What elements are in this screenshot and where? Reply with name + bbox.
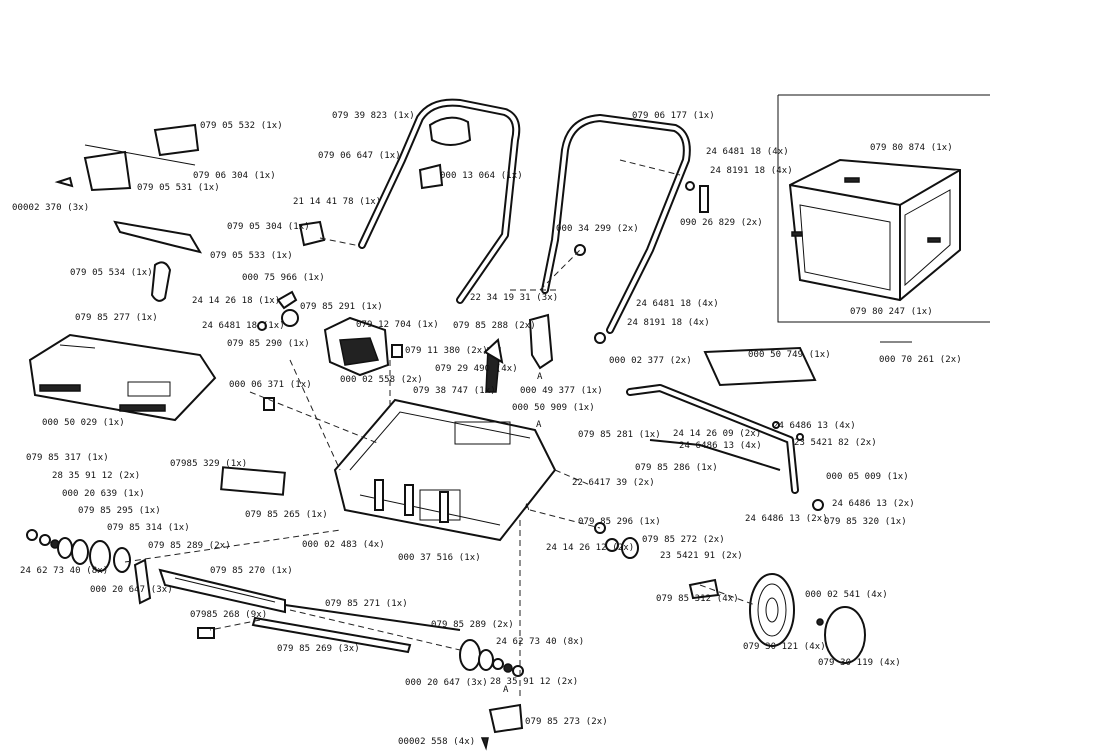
part-label: 079 05 534 (1x) xyxy=(70,268,153,278)
part-label: 21 14 41 78 (1x) xyxy=(293,197,382,207)
part-label: 079 85 295 (1x) xyxy=(78,506,161,516)
part-label: 24 14 26 18 (1x) xyxy=(192,296,281,306)
part-label: 079 05 531 (1x) xyxy=(137,183,220,193)
part-label: 00002 558 (4x) xyxy=(398,737,476,747)
part-label: 000 02 377 (2x) xyxy=(609,356,692,366)
part-label: 079 06 304 (1x) xyxy=(193,171,276,181)
part-label: 000 37 516 (1x) xyxy=(398,553,481,563)
wheel-assembly xyxy=(594,522,866,664)
part-label: 079 85 277 (1x) xyxy=(75,313,158,323)
part-label: 079 30 119 (4x) xyxy=(818,658,901,668)
part-label: 079 39 823 (1x) xyxy=(332,111,415,121)
part-label: 079 85 286 (1x) xyxy=(635,463,718,473)
part-label: 000 50 909 (1x) xyxy=(512,403,595,413)
part-label: 23 5421 82 (2x) xyxy=(794,438,877,448)
part-label: 079 85 265 (1x) xyxy=(245,510,328,520)
part-label: 079 85 273 (2x) xyxy=(525,717,608,727)
part-label: 28 35 91 12 (2x) xyxy=(52,471,141,481)
part-label: 079 85 289 (2x) xyxy=(148,541,231,551)
part-label: 000 13 064 (1x) xyxy=(440,171,523,181)
marker-a-1: A xyxy=(537,372,543,382)
roller-assembly xyxy=(158,568,461,654)
part-label: 079 85 289 (2x) xyxy=(431,620,514,630)
part-label: 000 02 483 (4x) xyxy=(302,540,385,550)
part-label: 000 49 377 (1x) xyxy=(520,386,603,396)
part-label: 079 85 290 (1x) xyxy=(227,339,310,349)
part-label: 079 85 269 (3x) xyxy=(277,644,360,654)
part-label: 079 30 121 (4x) xyxy=(743,642,826,652)
part-label: 079 05 533 (1x) xyxy=(210,251,293,261)
part-label: 000 05 009 (1x) xyxy=(826,472,909,482)
marker-a-2: A xyxy=(536,420,542,430)
top-left-parts xyxy=(54,123,203,302)
left-drive-parts xyxy=(26,466,286,605)
part-label: 079 80 874 (1x) xyxy=(870,143,953,153)
part-label: 090 26 829 (2x) xyxy=(680,218,763,228)
marker-a-3: A xyxy=(524,503,530,513)
part-label: 079 85 272 (2x) xyxy=(642,535,725,545)
part-label: 000 02 541 (4x) xyxy=(805,590,888,600)
part-label: 000 20 647 (3x) xyxy=(405,678,488,688)
part-label: 24 6481 18 (1x) xyxy=(202,321,285,331)
part-label: 079 85 291 (1x) xyxy=(300,302,383,312)
part-label: 24 6486 13 (4x) xyxy=(773,421,856,431)
part-label: 000 20 639 (1x) xyxy=(62,489,145,499)
part-label: 079 85 317 (1x) xyxy=(26,453,109,463)
part-label: 000 75 966 (1x) xyxy=(242,273,325,283)
part-label: 079 06 647 (1x) xyxy=(318,151,401,161)
part-label: 079 85 288 (2x) xyxy=(453,321,536,331)
part-label: 24 14 26 12 (2x) xyxy=(546,543,635,553)
part-label: 24 6481 18 (4x) xyxy=(636,299,719,309)
part-label: 079 11 380 (2x) xyxy=(405,346,488,356)
part-label: 079 12 704 (1x) xyxy=(356,320,439,330)
part-label: 079 80 247 (1x) xyxy=(850,307,933,317)
part-label: 22 34 19 31 (3x) xyxy=(470,293,559,303)
part-label: 24 6481 18 (4x) xyxy=(706,147,789,157)
part-label: 000 02 558 (2x) xyxy=(340,375,423,385)
part-label: 07985 329 (1x) xyxy=(170,459,248,469)
motor-cover xyxy=(28,333,275,422)
part-label: 00002 370 (3x) xyxy=(12,203,90,213)
part-label: 24 6486 13 (2x) xyxy=(745,514,828,524)
part-label: 24 6486 13 (4x) xyxy=(679,441,762,451)
part-label: 079 85 270 (1x) xyxy=(210,566,293,576)
part-label: 24 14 26 09 (2x) xyxy=(673,429,762,439)
part-label: 23 5421 91 (2x) xyxy=(660,551,743,561)
part-label: 079 05 304 (1x) xyxy=(227,222,310,232)
rear-flap xyxy=(626,341,912,511)
grass-catcher-inset xyxy=(777,94,990,323)
part-label: 079 85 271 (1x) xyxy=(325,599,408,609)
part-label: 079 85 312 (4x) xyxy=(656,594,739,604)
assembly-leader-lines xyxy=(124,159,756,700)
part-label: 079 85 314 (1x) xyxy=(107,523,190,533)
part-label: 000 34 299 (2x) xyxy=(556,224,639,234)
deck-housing xyxy=(333,338,557,542)
part-label: 079 29 490 (4x) xyxy=(435,364,518,374)
part-label: 079 38 747 (1x) xyxy=(413,386,496,396)
part-label: 000 20 647 (3x) xyxy=(90,585,173,595)
part-label: 07985 268 (9x) xyxy=(190,610,268,620)
part-label: 079 85 320 (1x) xyxy=(824,517,907,527)
right-drive-parts xyxy=(459,639,524,751)
marker-a-4: A xyxy=(503,685,509,695)
part-label: 000 50 749 (1x) xyxy=(748,350,831,360)
part-label: 079 06 177 (1x) xyxy=(632,111,715,121)
part-label: 000 50 029 (1x) xyxy=(42,418,125,428)
part-label: 24 6486 13 (2x) xyxy=(832,499,915,509)
part-label: 000 70 261 (2x) xyxy=(879,355,962,365)
part-label: 24 8191 18 (4x) xyxy=(710,166,793,176)
part-label: 22 6417 39 (2x) xyxy=(572,478,655,488)
part-label: 079 85 281 (1x) xyxy=(578,430,661,440)
part-label: 000 06 371 (1x) xyxy=(229,380,312,390)
part-label: 24 62 73 40 (8x) xyxy=(20,566,109,576)
part-label: 24 62 73 40 (8x) xyxy=(496,637,585,647)
part-label: 28 35 91 12 (2x) xyxy=(490,677,579,687)
part-label: 079 85 296 (1x) xyxy=(578,517,661,527)
motor-assembly xyxy=(257,290,403,377)
part-label: 079 05 532 (1x) xyxy=(200,121,283,131)
part-label: 24 8191 18 (4x) xyxy=(627,318,710,328)
handle-assembly xyxy=(298,98,709,370)
